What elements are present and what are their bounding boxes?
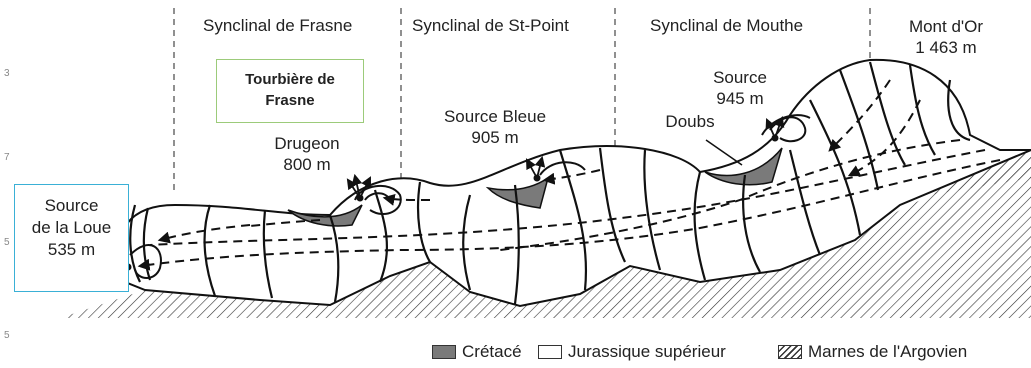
source-loue-line-1: Source	[15, 195, 128, 217]
left-tick: 5	[4, 330, 10, 341]
legend-marnes-label: Marnes de l'Argovien	[808, 342, 967, 362]
doubs-leader	[706, 140, 742, 165]
source-loue-line-2: de la Loue	[15, 217, 128, 239]
legend-jurassique-label: Jurassique supérieur	[568, 342, 726, 362]
source-loue-line-3: 535 m	[15, 239, 128, 261]
jurassique-swatch	[538, 345, 562, 359]
drugeon-altitude: 800 m	[257, 154, 357, 175]
drugeon-label: Drugeon 800 m	[257, 133, 357, 175]
header-synclinal-mouthe: Synclinal de Mouthe	[650, 16, 803, 36]
tourbiere-box: Tourbière de Frasne	[216, 59, 364, 123]
mont-dor-name: Mont d'Or	[891, 16, 1001, 37]
source-loue-box: Source de la Loue 535 m	[14, 184, 129, 292]
cretace-swatch	[432, 345, 456, 359]
header-synclinal-st-point: Synclinal de St-Point	[412, 16, 569, 36]
left-tick: 7	[4, 152, 10, 163]
source-bleue-label: Source Bleue 905 m	[430, 106, 560, 148]
source-945-altitude: 945 m	[700, 88, 780, 109]
source-bleue-name: Source Bleue	[430, 106, 560, 127]
legend-cretace: Crétacé	[432, 342, 522, 362]
source-bleue-altitude: 905 m	[430, 127, 560, 148]
doubs-label: Doubs	[660, 111, 720, 132]
header-synclinal-frasne: Synclinal de Frasne	[203, 16, 352, 36]
legend-cretace-label: Crétacé	[462, 342, 522, 362]
legend-marnes: Marnes de l'Argovien	[778, 342, 967, 362]
legend-jurassique: Jurassique supérieur	[538, 342, 726, 362]
mont-dor-altitude: 1 463 m	[891, 37, 1001, 58]
source-945-name: Source	[700, 67, 780, 88]
header-mont-dor: Mont d'Or 1 463 m	[891, 16, 1001, 58]
left-tick: 3	[4, 68, 10, 79]
marnes-swatch	[778, 345, 802, 359]
left-tick: 5	[4, 237, 10, 248]
tourbiere-line-2: Frasne	[217, 90, 363, 111]
tourbiere-line-1: Tourbière de	[217, 69, 363, 90]
source-945-label: Source 945 m	[700, 67, 780, 109]
leader-lines	[706, 140, 742, 165]
drugeon-name: Drugeon	[257, 133, 357, 154]
